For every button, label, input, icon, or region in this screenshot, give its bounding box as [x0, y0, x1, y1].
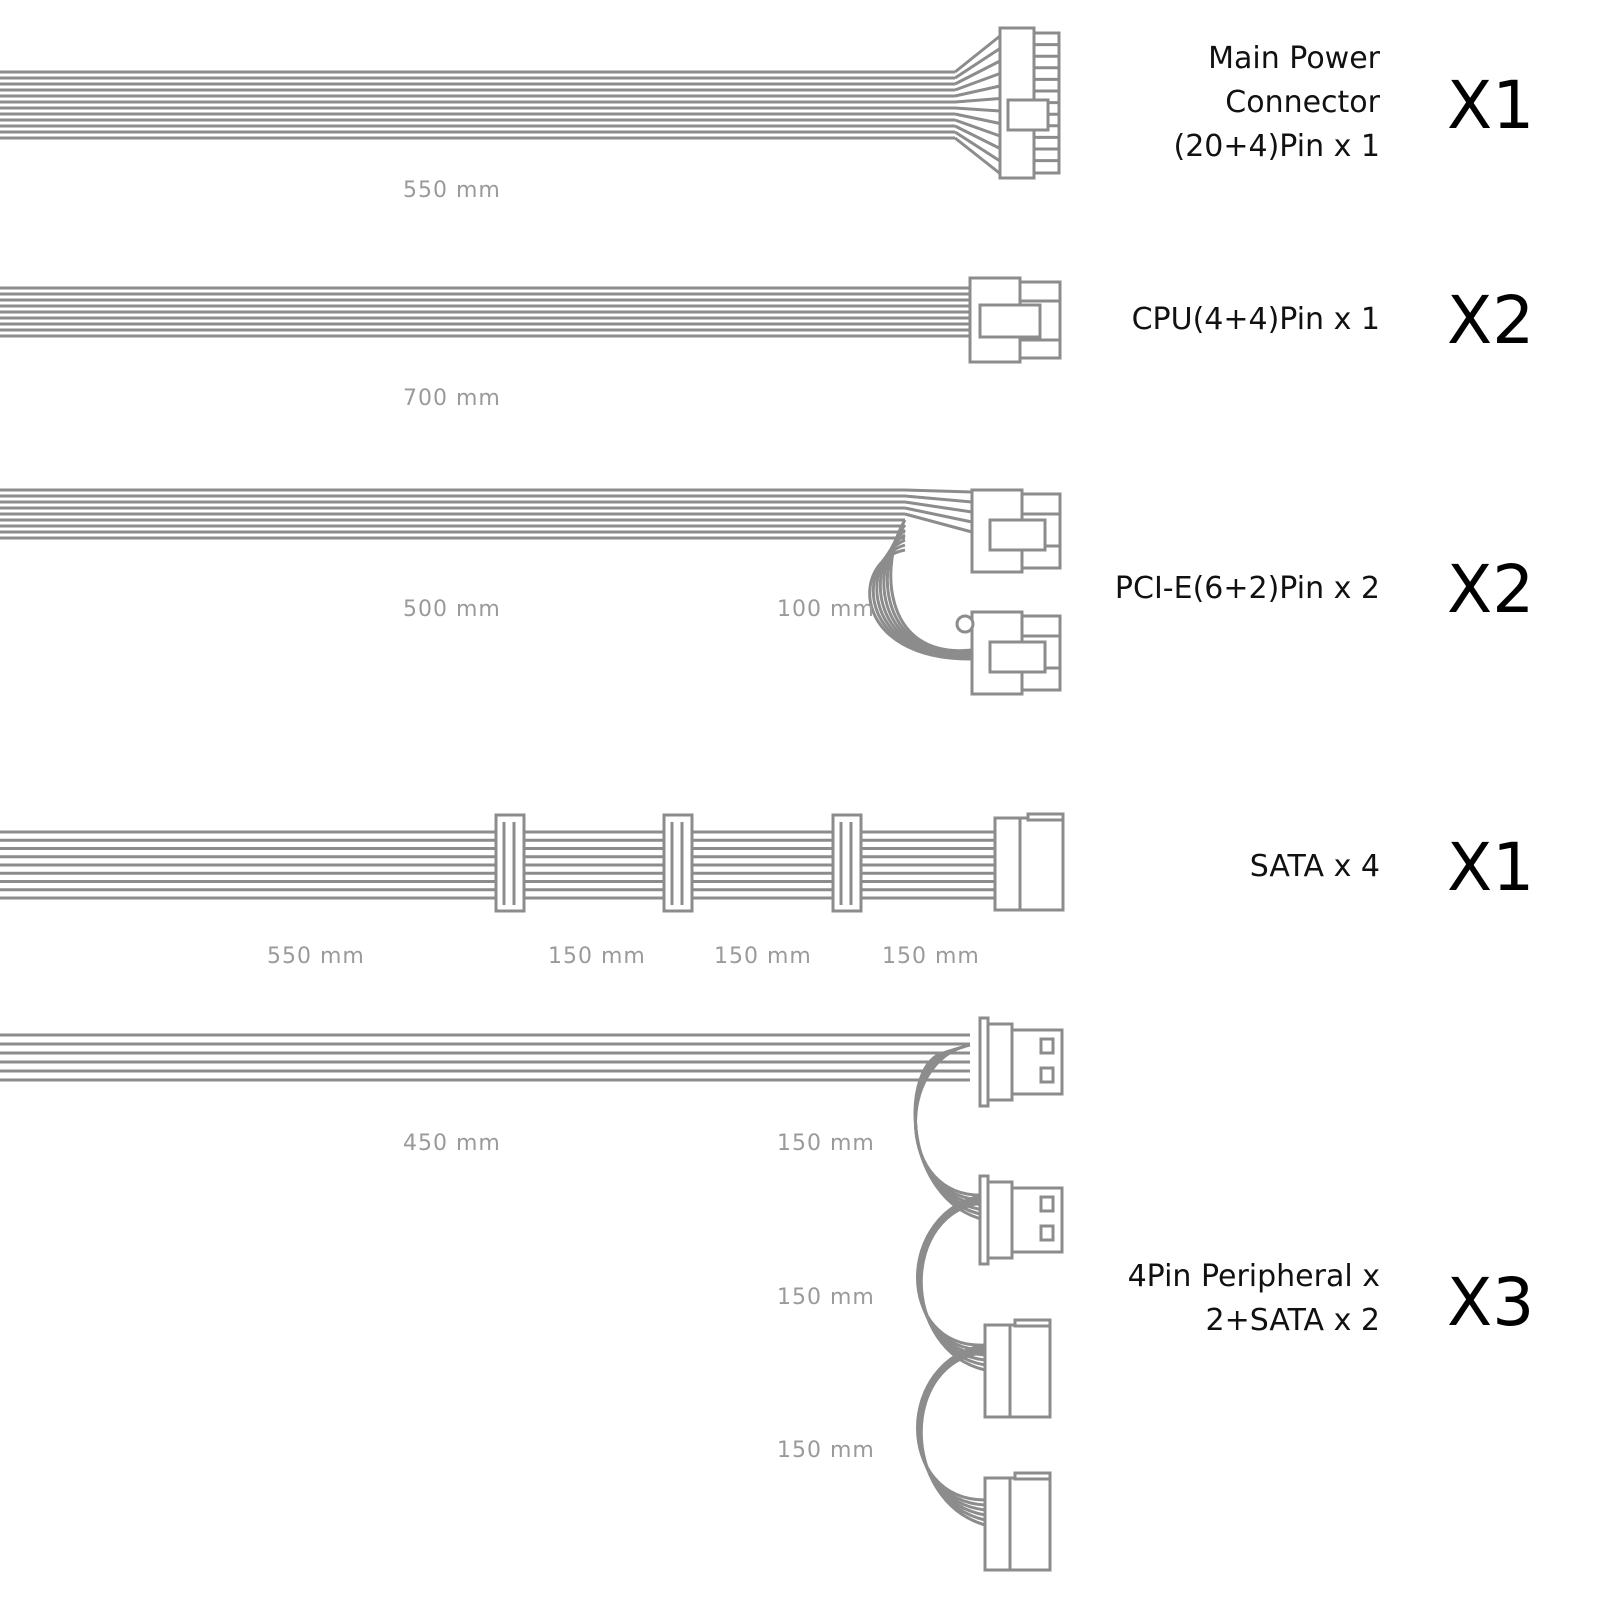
length-label: 150 mm	[777, 1438, 875, 1463]
wire	[954, 84, 1001, 98]
pcie-label: PCI-E(6+2)Pin x 2	[1114, 571, 1380, 606]
sata-key	[1013, 1318, 1052, 1328]
wire	[954, 118, 1001, 138]
length-label: 450 mm	[403, 1131, 501, 1156]
sata-inline-connector	[831, 813, 863, 913]
wire-branch	[919, 1201, 986, 1372]
length-label: 150 mm	[548, 944, 646, 969]
length-label: 550 mm	[267, 944, 365, 969]
wire	[954, 97, 1001, 104]
atx-latch	[1006, 98, 1050, 132]
main-power-label: Main Power Connector (20+4)Pin x 1	[1173, 41, 1381, 164]
wire	[954, 124, 1001, 150]
wire	[954, 47, 1001, 80]
wire-branch	[918, 1198, 986, 1362]
length-label: 700 mm	[403, 386, 501, 411]
wire	[954, 72, 1001, 92]
wire	[904, 500, 973, 514]
length-label: 500 mm	[403, 597, 501, 622]
wire-branch	[871, 543, 973, 660]
sata-label: SATA x 4	[1249, 849, 1380, 884]
pcie-latch	[988, 640, 1047, 674]
wire	[904, 506, 973, 524]
wire-branch	[918, 1348, 986, 1517]
pcie-quantity: X2	[1447, 551, 1535, 628]
wire	[954, 112, 1001, 125]
molex-flange	[978, 1174, 990, 1266]
peripheral-label: 4Pin Peripheral x 2+SATA x 2	[1127, 1259, 1380, 1338]
peripheral-quantity: X3	[1447, 1264, 1535, 1341]
sata-key	[1013, 1471, 1052, 1481]
wire-branch	[913, 1051, 986, 1222]
wire-branch	[917, 1196, 986, 1357]
wire-branch	[916, 1195, 986, 1352]
wire	[904, 488, 973, 494]
wire	[904, 512, 973, 534]
wire	[954, 59, 1001, 86]
sata-connector	[993, 816, 1065, 912]
cpu-label: CPU(4+4)Pin x 1	[1131, 302, 1380, 337]
main-power-quantity: X1	[1447, 67, 1535, 144]
wire	[954, 106, 1001, 113]
wire	[904, 494, 973, 504]
wire	[954, 136, 1001, 175]
wire	[954, 34, 1001, 74]
sata-connector	[983, 1323, 1052, 1419]
pcie-latch	[988, 518, 1047, 552]
molex-pin	[1039, 1066, 1055, 1084]
wire-branch	[919, 1351, 986, 1527]
length-label: 100 mm	[777, 597, 875, 622]
cpu-latch	[978, 303, 1042, 339]
clip-icon	[955, 614, 975, 634]
sata-connector	[983, 1476, 1052, 1572]
length-label: 150 mm	[714, 944, 812, 969]
wire	[954, 130, 1001, 163]
molex-pin	[1039, 1224, 1055, 1242]
length-label: 150 mm	[882, 944, 980, 969]
wire-branch	[917, 1346, 986, 1512]
length-label: 550 mm	[403, 178, 501, 203]
length-label: 150 mm	[777, 1285, 875, 1310]
sata-key	[1026, 812, 1065, 822]
wire-branch	[914, 1048, 986, 1212]
wire-branch	[916, 1345, 986, 1507]
molex-flange	[978, 1016, 990, 1108]
sata-quantity: X1	[1447, 829, 1535, 906]
molex-pin	[1039, 1037, 1055, 1055]
sata-inline-connector	[662, 813, 694, 913]
wire-branch	[868, 548, 973, 661]
cpu-quantity: X2	[1447, 282, 1535, 359]
length-label: 150 mm	[777, 1131, 875, 1156]
molex-pin	[1039, 1195, 1055, 1213]
sata-inline-connector	[494, 813, 526, 913]
